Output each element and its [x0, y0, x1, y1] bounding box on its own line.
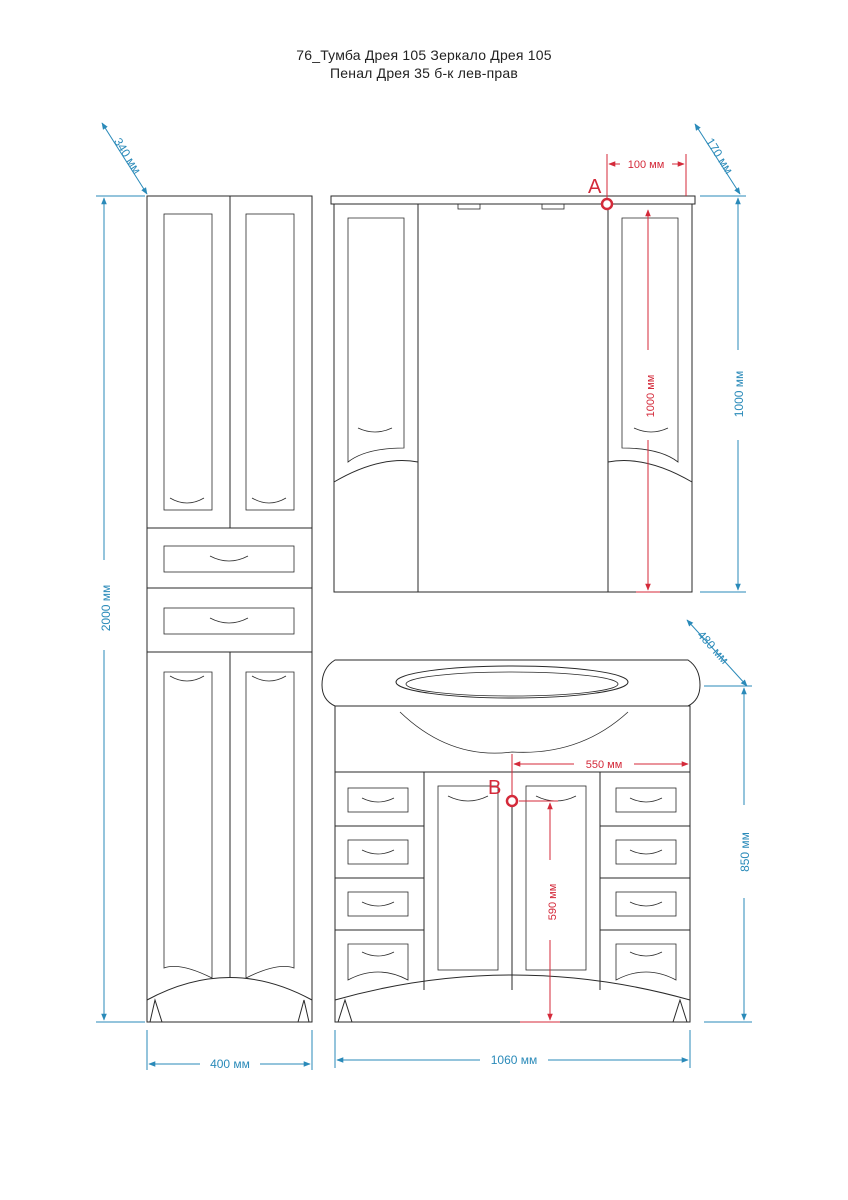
vanity-depth-label: 480 мм	[694, 628, 731, 667]
dimension-mirror-height: 1000 мм	[700, 195, 746, 593]
mount-point-b: B 550 мм 590 мм	[488, 754, 689, 1023]
dimension-vanity-width: 1060 мм	[334, 1030, 691, 1068]
dimension-vanity-height: 850 мм	[704, 685, 752, 1023]
mirror-cabinet	[330, 195, 696, 593]
dimension-penal-height: 2000 мм	[96, 195, 145, 1023]
vanity-cabinet	[321, 659, 701, 1023]
dimension-penal-depth: 340 мм	[101, 122, 148, 195]
mount-a-height-label: 1000 мм	[645, 375, 657, 418]
mount-point-a: A 100 мм 1000 мм	[588, 154, 687, 593]
dimension-mirror-depth: 170 мм	[694, 123, 741, 195]
marker-a-label: A	[588, 176, 602, 198]
mirror-offset-label: 100 мм	[628, 159, 665, 171]
dimension-vanity-depth: 480 мм	[686, 619, 748, 687]
penal-width-label: 400 мм	[210, 1057, 250, 1071]
offset-b-label: 550 мм	[586, 759, 623, 771]
vanity-width-label: 1060 мм	[491, 1053, 538, 1067]
penal-cabinet	[146, 195, 313, 1023]
mount-b-height-label: 590 мм	[547, 884, 559, 921]
penal-height-label: 2000 мм	[99, 585, 113, 632]
mirror-depth-label: 170 мм	[703, 135, 736, 176]
dimension-penal-width: 400 мм	[146, 1030, 313, 1071]
mirror-height-label: 1000 мм	[732, 371, 746, 418]
drawing-title: 76_Тумба Дрея 105 Зеркало Дрея 105	[296, 47, 552, 63]
vanity-height-label: 850 мм	[738, 832, 752, 872]
marker-b-label: B	[488, 777, 501, 799]
drawing-subtitle: Пенал Дрея 35 б-к лев-прав	[330, 65, 518, 81]
penal-depth-label: 340 мм	[111, 135, 144, 176]
